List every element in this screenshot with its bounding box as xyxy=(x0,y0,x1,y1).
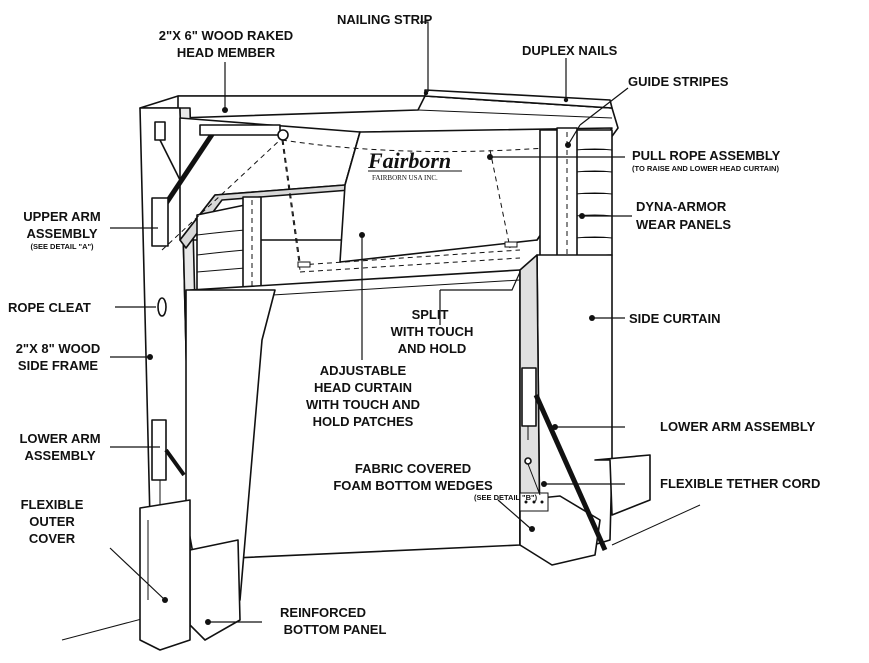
outer-cover xyxy=(139,499,191,651)
label-wood-raked-line2: HEAD MEMBER xyxy=(177,45,276,60)
foam-wedge xyxy=(519,492,601,566)
label-fabric-wedges-line2: FOAM BOTTOM WEDGES xyxy=(333,478,493,493)
left-lower-arm xyxy=(151,419,186,505)
label-lower-arm-right: LOWER ARM ASSEMBLY xyxy=(660,419,816,434)
label-upper-arm-line1: UPPER ARM xyxy=(23,209,101,224)
left-wear-panels xyxy=(196,196,262,294)
label-nailing-strip: NAILING STRIP xyxy=(337,12,433,27)
label-lower-arm-left-line1: LOWER ARM xyxy=(19,431,100,446)
label-bottom-panel-line2: BOTTOM PANEL xyxy=(284,622,387,637)
label-dyna-armor-line2: WEAR PANELS xyxy=(636,217,731,232)
pull-rope xyxy=(282,139,301,263)
label-split-line3: AND HOLD xyxy=(398,341,467,356)
right-lower-arm xyxy=(521,367,608,552)
label-guide-stripes: GUIDE STRIPES xyxy=(628,74,729,89)
label-wood-raked-line1: 2"X 6" WOOD RAKED xyxy=(159,28,293,43)
label-rope-cleat: ROPE CLEAT xyxy=(8,300,91,315)
label-duplex-nails: DUPLEX NAILS xyxy=(522,43,618,58)
upper-arm xyxy=(151,121,289,247)
label-fabric-wedges-line1: FABRIC COVERED xyxy=(355,461,471,476)
label-dyna-armor-line1: DYNA-ARMOR xyxy=(636,199,727,214)
label-fabric-wedges-line3: (SEE DETAIL "B") xyxy=(474,493,538,502)
label-bottom-panel-line1: REINFORCED xyxy=(280,605,366,620)
label-side-frame-line2: SIDE FRAME xyxy=(18,358,99,373)
label-side-frame-line1: 2"X 8" WOOD xyxy=(16,341,101,356)
label-outer-cover-line1: FLEXIBLE xyxy=(21,497,84,512)
label-head-curtain-line3: WITH TOUCH AND xyxy=(306,397,420,412)
label-side-curtain: SIDE CURTAIN xyxy=(629,311,720,326)
nailing-strip xyxy=(423,89,613,109)
label-pull-rope-line2: (TO RAISE AND LOWER HEAD CURTAIN) xyxy=(632,164,779,173)
label-upper-arm-line3: (SEE DETAIL "A") xyxy=(30,242,94,251)
label-outer-cover-line2: OUTER xyxy=(29,514,75,529)
label-lower-arm-left-line2: ASSEMBLY xyxy=(24,448,95,463)
label-head-curtain-line2: HEAD CURTAIN xyxy=(314,380,412,395)
callout-labels: NAILING STRIP 2"X 6" WOOD RAKED HEAD MEM… xyxy=(8,12,820,637)
label-pull-rope-line1: PULL ROPE ASSEMBLY xyxy=(632,148,781,163)
label-outer-cover-line3: COVER xyxy=(29,531,76,546)
right-side-curtain xyxy=(519,254,651,556)
label-split-line1: SPLIT xyxy=(412,307,449,322)
label-tether-cord: FLEXIBLE TETHER CORD xyxy=(660,476,820,491)
label-head-curtain-line4: HOLD PATCHES xyxy=(313,414,414,429)
left-bottom-panel xyxy=(189,539,241,641)
label-split-line2: WITH TOUCH xyxy=(391,324,474,339)
logo-subtitle: FAIRBORN USA INC. xyxy=(372,174,438,182)
label-head-curtain-line1: ADJUSTABLE xyxy=(320,363,407,378)
rope-cleat xyxy=(157,139,281,317)
leader-lines xyxy=(109,21,632,625)
label-upper-arm-line2: ASSEMBLY xyxy=(26,226,97,241)
right-wear-panels xyxy=(539,127,613,259)
logo-brand: Fairborn xyxy=(367,148,451,173)
fairborn-logo: Fairborn FAIRBORN USA INC. xyxy=(367,148,462,182)
